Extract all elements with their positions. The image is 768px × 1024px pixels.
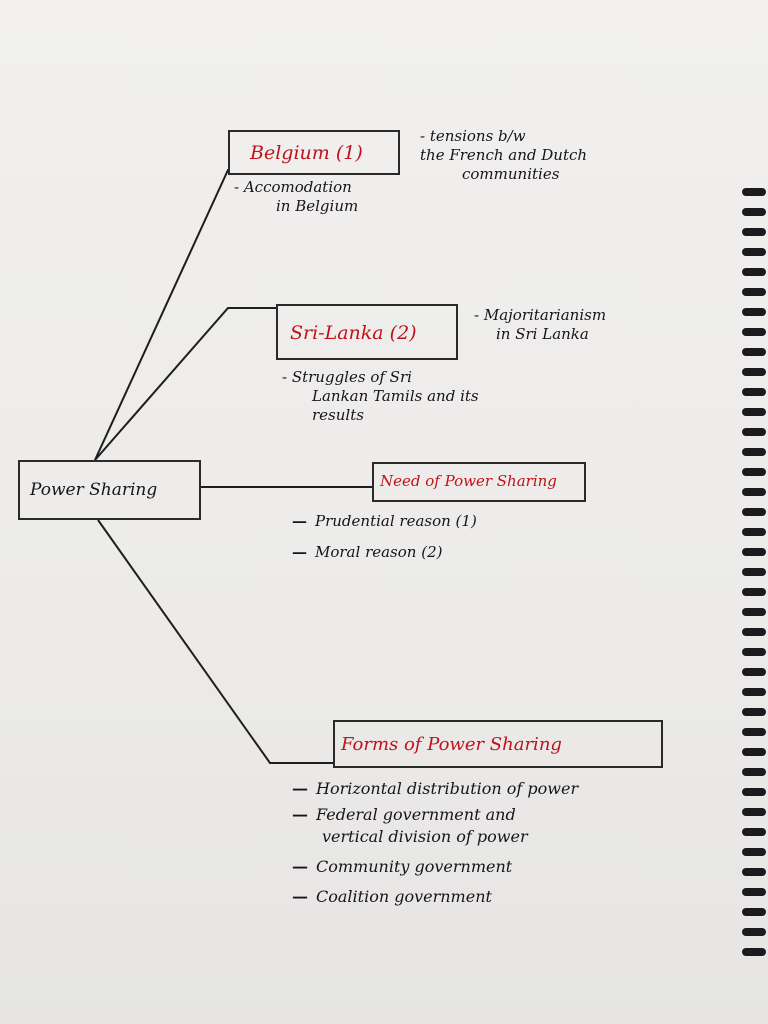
spiral-ring (742, 908, 766, 916)
forms-item-2: — Federal government and (292, 804, 578, 826)
node-need: Need of Power Sharing (372, 462, 586, 502)
spiral-ring (742, 768, 766, 776)
need-item-2-text: Moral reason (2) (315, 543, 443, 561)
spiral-ring (742, 888, 766, 896)
root-box: Power Sharing (18, 460, 201, 520)
spiral-ring (742, 428, 766, 436)
srilanka-below-notes: - Struggles of Sri Lankan Tamils and its… (282, 368, 479, 425)
belgium-below-line-2: in Belgium (276, 197, 359, 215)
need-label: Need of Power Sharing (380, 472, 557, 490)
spiral-ring (742, 248, 766, 256)
spiral-ring (742, 608, 766, 616)
spiral-ring (742, 228, 766, 236)
spiral-ring (742, 708, 766, 716)
spiral-ring (742, 588, 766, 596)
bullet-dash: — (292, 543, 307, 561)
spiral-ring (742, 748, 766, 756)
forms-item-4-text: Coalition government (316, 887, 492, 906)
bullet-dash: — (292, 805, 308, 824)
belgium-right-line-2: the French and Dutch (420, 146, 588, 164)
spiral-ring (742, 688, 766, 696)
need-item-1: — Prudential reason (1) (292, 512, 477, 531)
spiral-ring (742, 388, 766, 396)
srilanka-right-line-2: in Sri Lanka (496, 325, 589, 343)
spiral-ring (742, 528, 766, 536)
spiral-ring (742, 808, 766, 816)
spiral-ring (742, 548, 766, 556)
spiral-ring (742, 188, 766, 196)
belgium-right-line-3: communities (462, 165, 560, 183)
spiral-ring (742, 508, 766, 516)
spiral-ring (742, 648, 766, 656)
connector-forms (97, 519, 333, 764)
spiral-ring (742, 828, 766, 836)
forms-item-4: — Coalition government (292, 886, 578, 908)
spiral-ring (742, 668, 766, 676)
spiral-ring (742, 208, 766, 216)
notebook-spiral-binding (742, 188, 766, 956)
forms-item-1-text: Horizontal distribution of power (316, 779, 579, 798)
spiral-ring (742, 408, 766, 416)
bullet-dash: — (292, 887, 308, 906)
spiral-ring (742, 848, 766, 856)
spiral-ring (742, 868, 766, 876)
spiral-ring (742, 328, 766, 336)
forms-notes: — Horizontal distribution of power — Feder… (292, 778, 578, 908)
spiral-ring (742, 788, 766, 796)
belgium-right-line-1: - tensions b/w (420, 127, 526, 145)
spiral-ring (742, 308, 766, 316)
belgium-label: Belgium (1) (250, 142, 363, 164)
srilanka-label: Sri-Lanka (2) (290, 322, 417, 344)
srilanka-right-line-1: - Majoritarianism (474, 306, 607, 324)
spiral-ring (742, 448, 766, 456)
belgium-right-notes: - tensions b/w the French and Dutch comm… (418, 127, 587, 184)
spiral-ring (742, 368, 766, 376)
belgium-below-line-1: - Accomodation (234, 178, 352, 196)
spiral-ring (742, 928, 766, 936)
forms-item-2-text: Federal government and (316, 805, 516, 824)
connector-srilanka (94, 307, 276, 461)
spiral-ring (742, 468, 766, 476)
root-label: Power Sharing (30, 480, 158, 500)
srilanka-right-notes: - Majoritarianism in Sri Lanka (474, 306, 606, 344)
spiral-ring (742, 348, 766, 356)
need-item-1-text: Prudential reason (1) (315, 512, 477, 530)
bullet-dash: — (292, 512, 307, 530)
forms-item-3: — Community government (292, 856, 578, 878)
node-srilanka: Sri-Lanka (2) (276, 304, 458, 360)
belgium-below-notes: - Accomodation in Belgium (234, 178, 358, 216)
spiral-ring (742, 568, 766, 576)
srilanka-below-line-3: results (312, 406, 364, 424)
spiral-ring (742, 268, 766, 276)
srilanka-below-line-1: - Struggles of Sri (282, 368, 412, 386)
spiral-ring (742, 728, 766, 736)
node-forms: Forms of Power Sharing (333, 720, 663, 768)
forms-item-1: — Horizontal distribution of power (292, 778, 578, 800)
need-item-2: — Moral reason (2) (292, 543, 477, 562)
connector-belgium (94, 169, 230, 461)
forms-item-3-text: Community government (316, 857, 513, 876)
srilanka-below-line-2: Lankan Tamils and its (312, 387, 479, 405)
node-belgium: Belgium (1) (228, 130, 400, 175)
forms-item-2b-text: vertical division of power (322, 827, 528, 846)
forms-item-2b: vertical division of power (322, 826, 578, 848)
spiral-ring (742, 288, 766, 296)
forms-label: Forms of Power Sharing (341, 734, 562, 755)
need-notes: — Prudential reason (1) — Moral reason (2) (292, 512, 477, 562)
spiral-ring (742, 948, 766, 956)
spiral-ring (742, 488, 766, 496)
bullet-dash: — (292, 857, 308, 876)
bullet-dash: — (292, 779, 308, 798)
spiral-ring (742, 628, 766, 636)
